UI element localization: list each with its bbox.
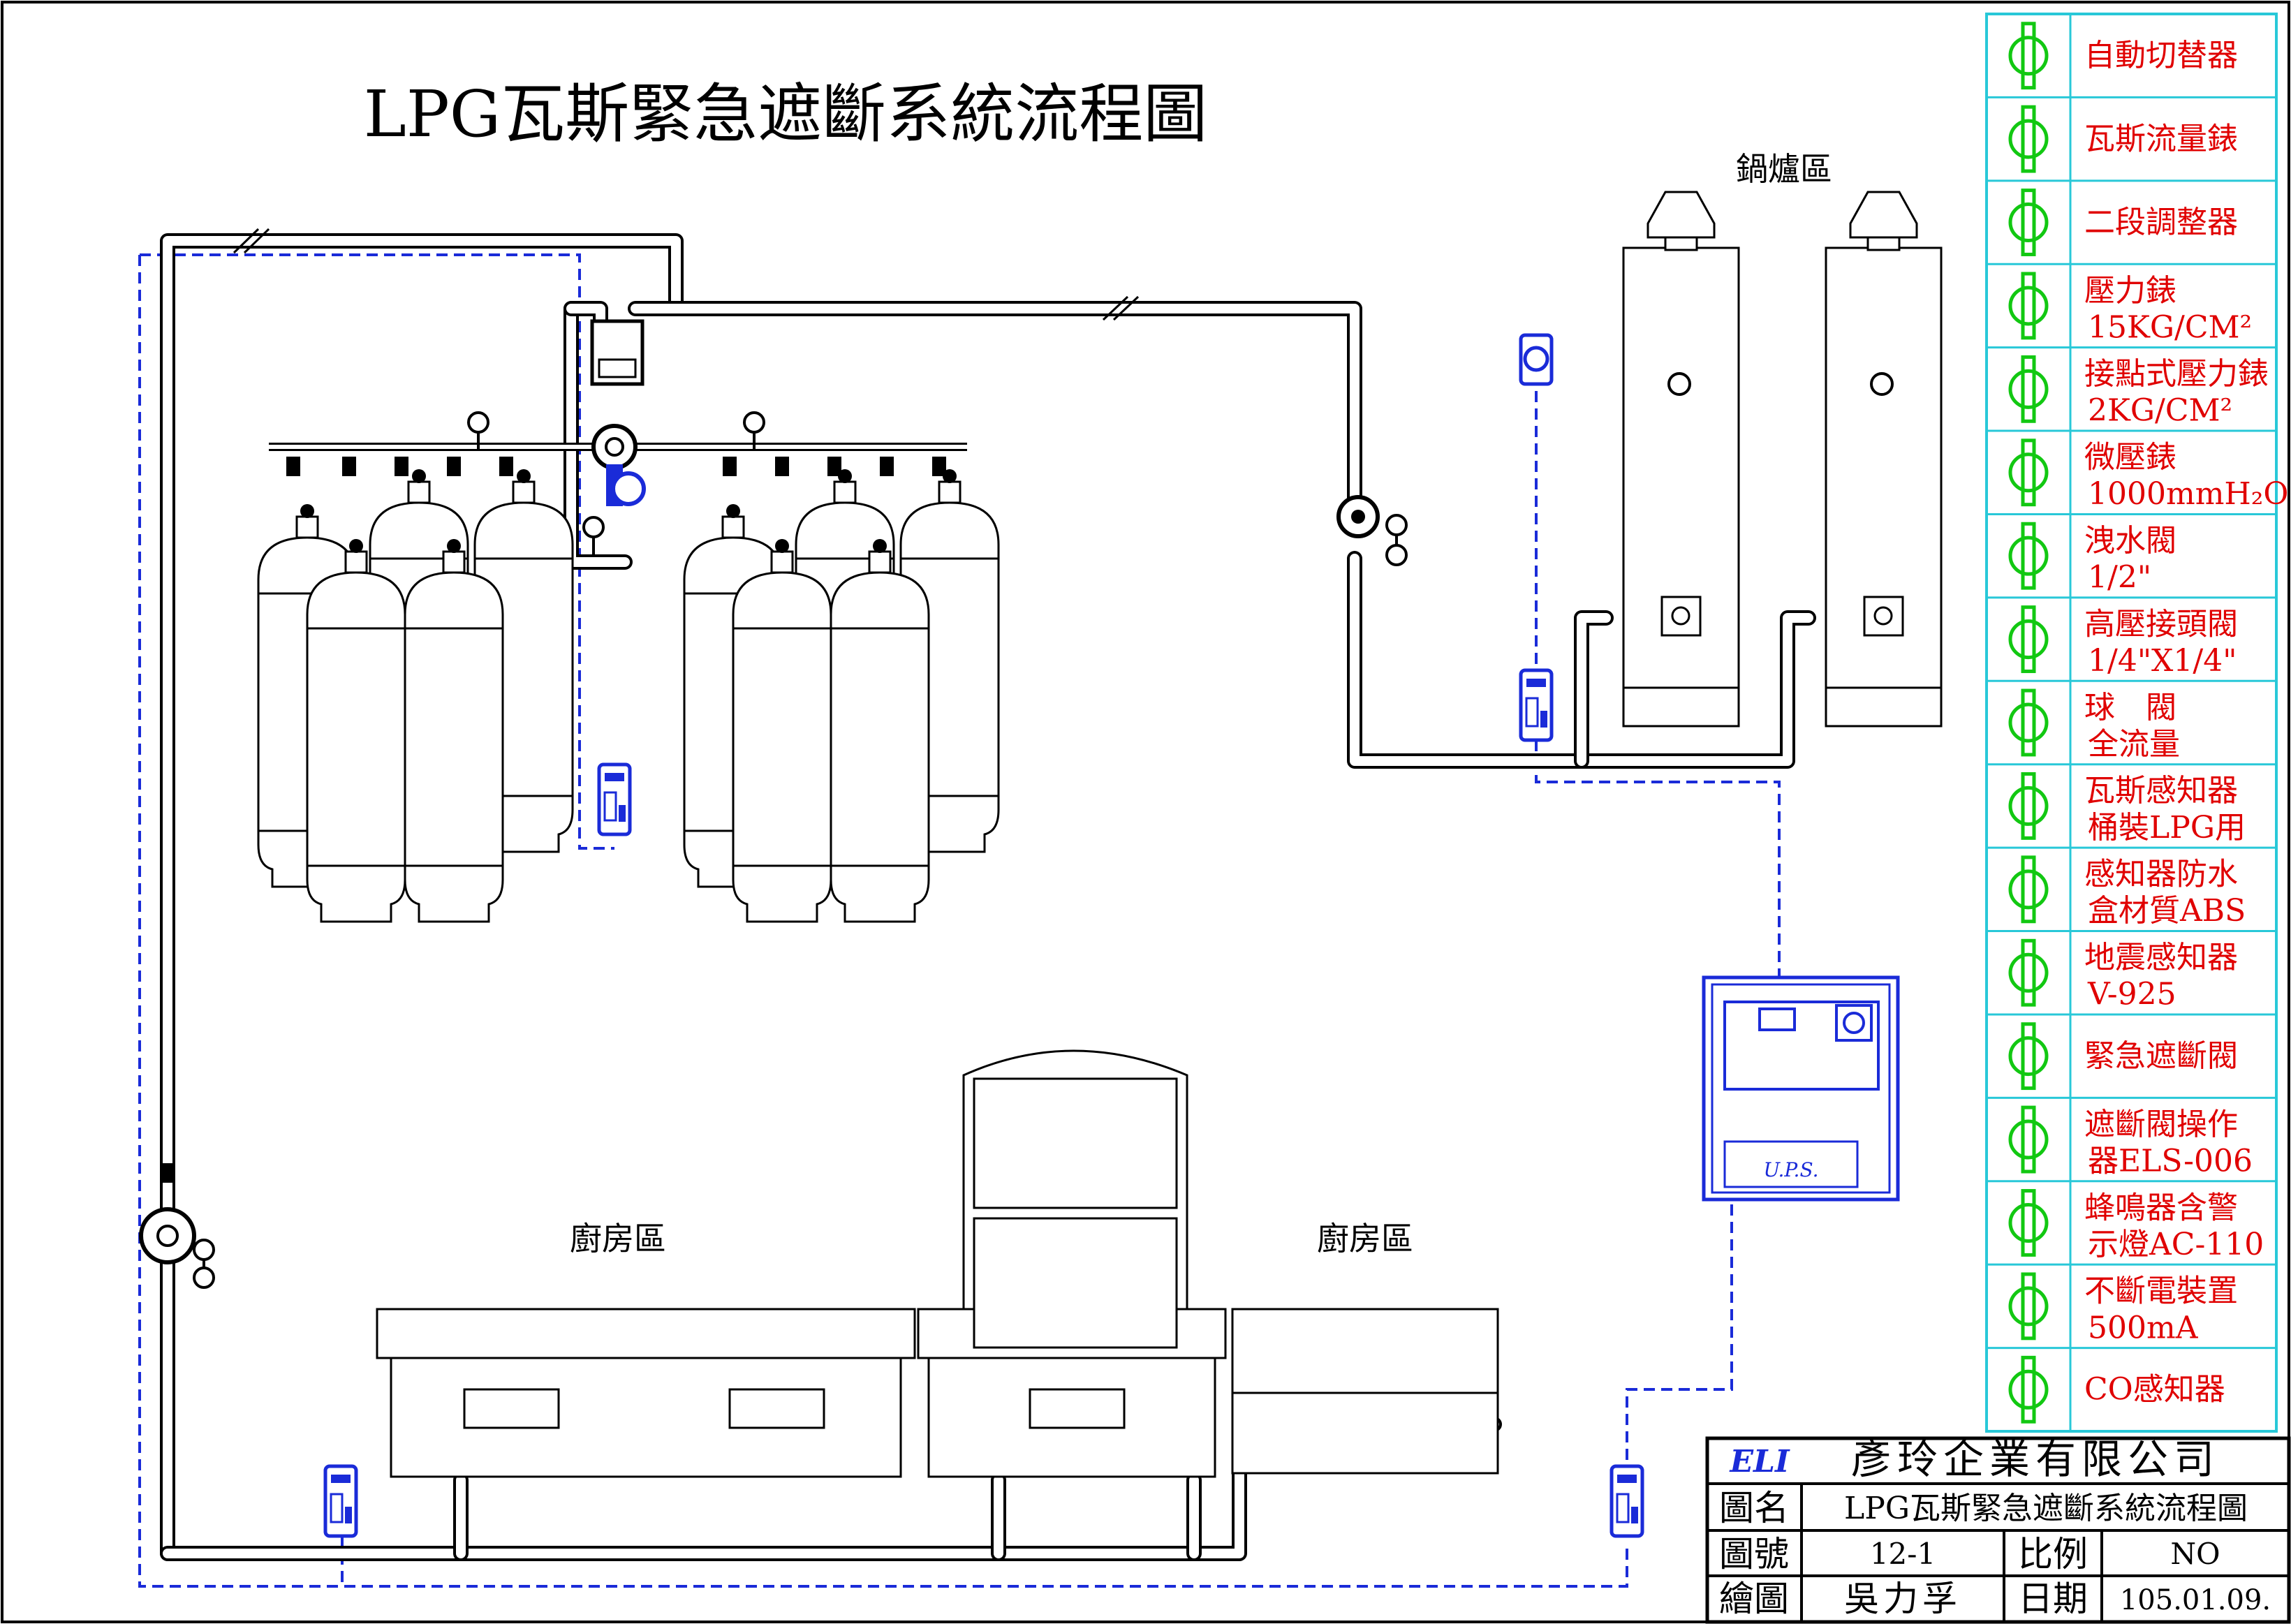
legend-item-label: 感知器防水 (2084, 857, 2238, 892)
company-logo: ELI (1728, 1444, 1790, 1479)
legend-item-spec: 器ELS-006 (2088, 1143, 2253, 1179)
legend-item-label: 蜂鳴器含警 (2084, 1190, 2238, 1225)
legend-symbol-icon (2008, 355, 2049, 423)
drawn-by-label: 繪圖 (1719, 1579, 1789, 1619)
legend-symbol-icon (2008, 605, 2049, 674)
legend-item-label: 瓦斯感知器 (2084, 773, 2238, 809)
legend-symbol-icon (2008, 22, 2049, 90)
legend-item-label: 瓦斯流量錶 (2084, 121, 2238, 156)
legend-symbol-icon (2008, 1272, 2049, 1341)
legend-item-label: 高壓接頭閥 (2084, 606, 2238, 642)
lpg-cylinders-right (683, 468, 1000, 923)
lpg-cylinders-left (257, 468, 574, 923)
legend-item-spec: 1/4"X1/4" (2088, 643, 2237, 679)
area-label-boiler: 鍋爐區 (1736, 150, 1832, 188)
legend-item-spec: 15KG/CM² (2088, 309, 2252, 345)
gas-sensors (325, 333, 1642, 1536)
drawing-name-value: LPG瓦斯緊急遮斷系統流程圖 (1844, 1491, 2248, 1526)
drawing-number-value: 12-1 (1870, 1537, 1936, 1571)
kitchen-appliances (376, 1049, 1499, 1478)
legend-symbol-icon (2008, 272, 2049, 340)
date-label: 日期 (2018, 1579, 2088, 1619)
legend-item-label: 自動切替器 (2084, 38, 2238, 73)
legend-item-label: CO感知器 (2084, 1372, 2225, 1408)
legend-symbol-icon (2008, 938, 2049, 1007)
legend-symbol-icon (2008, 688, 2049, 757)
legend-symbol-icon (2008, 772, 2049, 840)
legend-symbol-icon (2008, 438, 2049, 507)
legend-symbol-icon (2008, 1022, 2049, 1091)
scale-label: 比例 (2018, 1534, 2088, 1574)
legend-item-label: 微壓錶 (2084, 440, 2176, 475)
manifold-fittings (286, 319, 946, 556)
drawn-by-value: 吳力孚 (1844, 1579, 1961, 1619)
legend-item-label: 二段調整器 (2084, 205, 2238, 240)
legend-item-label: 緊急遮斷閥 (2084, 1038, 2238, 1074)
boiler-line-fittings (1336, 495, 1408, 566)
legend-item-spec: V-925 (2087, 977, 2176, 1012)
legend-item-spec: 全流量 (2088, 726, 2180, 762)
legend-item-label: 地震感知器 (2084, 940, 2238, 975)
title-block: ELI 彥玲企業有限公司 圖名 LPG瓦斯緊急遮斷系統流程圖 圖號 12-1 比… (1705, 1435, 2291, 1624)
area-label-kitchen-left: 廚房區 (570, 1220, 666, 1257)
legend-symbol-icon (2008, 1105, 2049, 1174)
company-name: 彥玲企業有限公司 (1851, 1435, 2220, 1483)
legend-item-spec: 2KG/CM² (2088, 393, 2232, 429)
legend-item-spec: 1000mmH₂O (2088, 476, 2289, 512)
legend-symbol-icon (2008, 1189, 2049, 1257)
diagram-title: LPG瓦斯緊急遮斷系統流程圖 (364, 77, 1208, 152)
drawing-number-label: 圖號 (1719, 1534, 1789, 1574)
legend-item-label: 壓力錶 (2084, 273, 2176, 309)
legend-symbol-icon (2008, 189, 2049, 256)
drawing-name-label: 圖名 (1719, 1488, 1789, 1528)
legend-item-spec: 示燈AC-110 (2088, 1227, 2264, 1262)
legend-item-label: 洩水閥 (2084, 523, 2176, 559)
legend-symbol-icon (2008, 522, 2049, 590)
date-value: 105.01.09. (2120, 1584, 2271, 1616)
legend-item-label: 球 閥 (2084, 690, 2176, 725)
legend-symbol-icon (2008, 105, 2049, 173)
legend-symbol-icon (2008, 1355, 2049, 1424)
legend-item-label: 遮斷閥操作 (2084, 1107, 2238, 1142)
legend-item-label: 接點式壓力錶 (2084, 356, 2269, 392)
ups-label: U.P.S. (1763, 1158, 1818, 1181)
area-label-kitchen-right: 廚房區 (1317, 1220, 1413, 1257)
legend-item-spec: 500mA (2088, 1310, 2199, 1345)
legend-item-spec: 桶裝LPG用 (2088, 810, 2246, 846)
legend-item-label: 不斷電裝置 (2084, 1274, 2238, 1309)
control-panel: U.P.S. (1702, 975, 1900, 1202)
scale-value: NO (2170, 1537, 2220, 1571)
left-riser-fittings (139, 1163, 215, 1289)
boiler-units (1622, 191, 1943, 728)
legend-item-spec: 盒材質ABS (2088, 893, 2246, 929)
legend-symbol-icon (2008, 855, 2049, 924)
legend-item-spec: 1/2" (2088, 560, 2151, 596)
